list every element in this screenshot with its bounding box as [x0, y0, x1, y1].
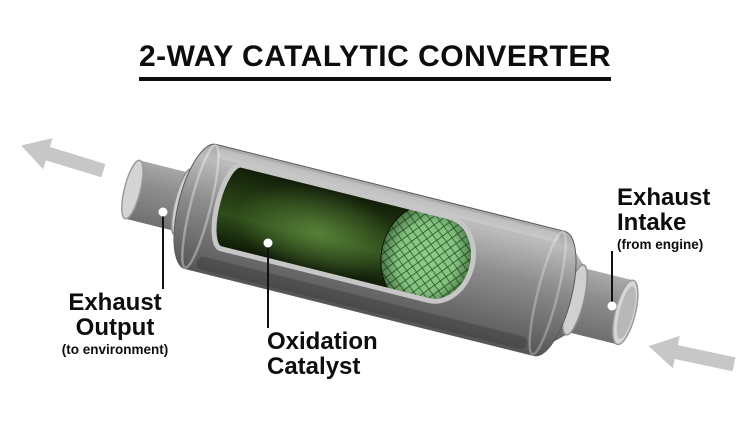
catalytic-converter — [121, 143, 639, 357]
exhaust-output-note: (to environment) — [61, 342, 169, 358]
body-left-rim — [181, 144, 220, 269]
exhaust-output-line1: Exhaust — [68, 289, 162, 316]
catalyst-callout-dot — [263, 238, 273, 248]
body-right-rim — [528, 230, 568, 356]
oxidation-catalyst-line1: Oxidation — [267, 328, 378, 355]
diagram-title: 2-WAY CATALYTIC CONVERTER — [138, 40, 611, 81]
oxidation-catalyst-line2: Catalyst — [267, 352, 361, 380]
exhaust-output-line2: Output — [75, 313, 155, 341]
exhaust-intake-line2: Intake — [617, 208, 687, 236]
callout-dots — [158, 207, 617, 311]
oxidation-catalyst-label: Oxidation Catalyst — [267, 328, 378, 380]
exhaust-output-label: Exhaust Output (to environment) — [40, 289, 190, 358]
callouts — [162, 214, 613, 328]
exhaust-intake-line1: Exhaust — [617, 184, 711, 211]
exhaust-intake-label: Exhaust Intake (from engine) — [617, 184, 711, 253]
exhaust-output-arrow-icon — [21, 138, 106, 178]
output-callout-dot — [158, 207, 168, 217]
cutaway-rim — [211, 162, 476, 304]
exhaust-intake-arrow-icon — [648, 335, 736, 372]
body-highlight — [217, 149, 560, 243]
body-shadow — [196, 256, 528, 350]
intake-callout-dot — [607, 301, 617, 311]
title-row: 2-WAY CATALYTIC CONVERTER — [0, 40, 750, 81]
exhaust-intake-note: (from engine) — [617, 237, 704, 253]
interior-glow — [234, 184, 401, 279]
interior-cutaway — [211, 162, 480, 309]
catalyst-mesh-shading — [381, 204, 473, 309]
